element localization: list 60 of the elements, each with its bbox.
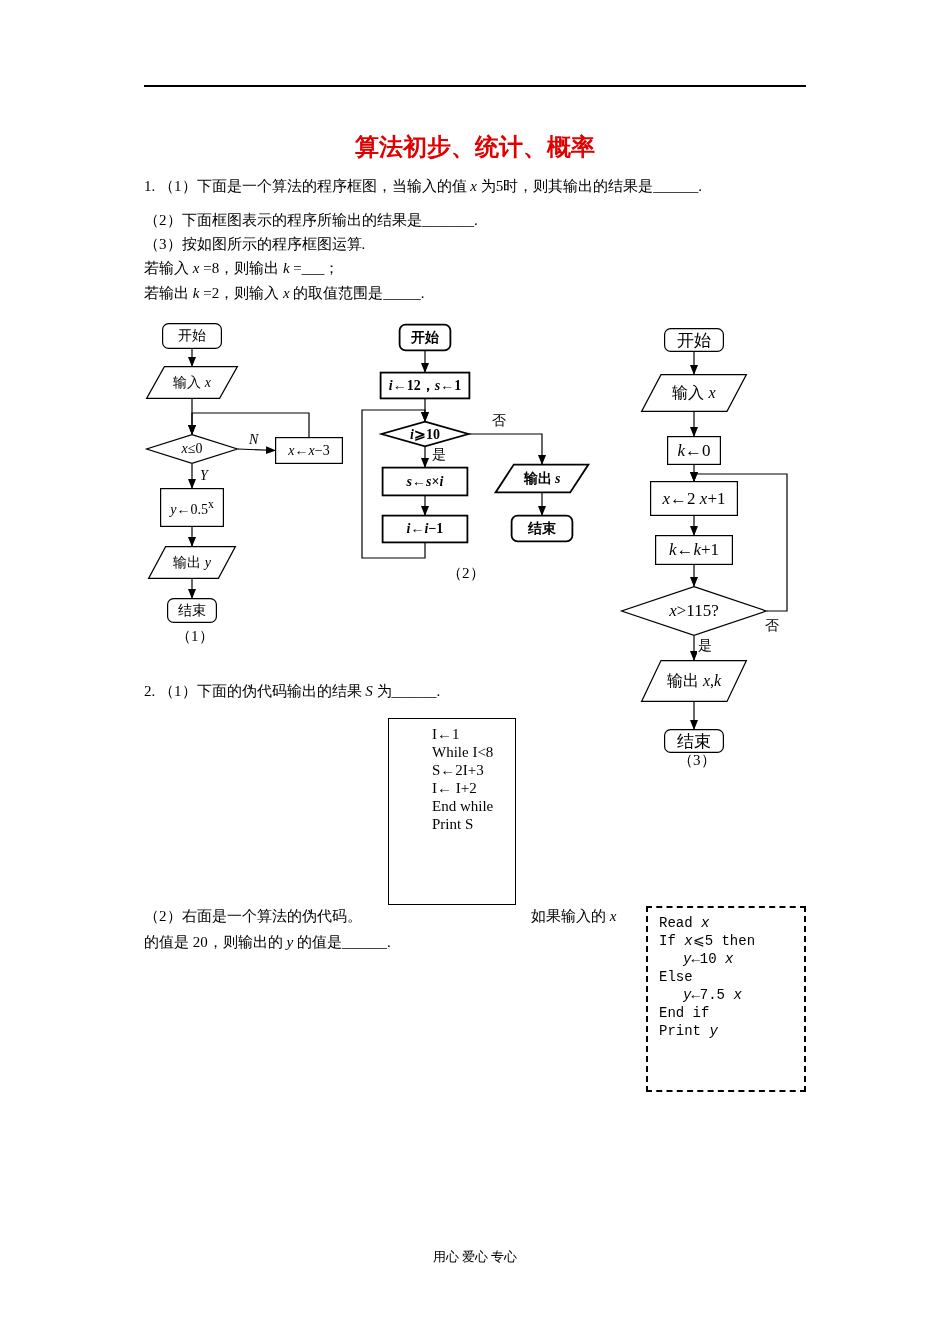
code-box: Read x If x⩽5 then y←10 x Else y←7.5 x End if Print y xyxy=(646,906,806,1092)
io-parallelogram: 输出 y xyxy=(148,546,236,579)
process-box: y←0.5$^{x}$ xyxy=(160,488,224,527)
process-box: k←0 xyxy=(667,436,721,465)
question-text: （2）下面框图表示的程序所输出的结果是_______. xyxy=(144,211,478,230)
terminal-box: 开始 xyxy=(399,324,451,351)
arrow xyxy=(468,433,546,465)
terminal-box: 开始 xyxy=(664,328,724,352)
process-box: s←s×i xyxy=(382,467,468,496)
title: 算法初步、统计、概率 xyxy=(354,133,596,162)
arrow xyxy=(690,701,698,730)
arrow xyxy=(188,412,310,438)
question-text: 2. （1）下面的伪代码输出的结果 S 为______. xyxy=(144,682,441,701)
arrow xyxy=(421,350,429,373)
figure-caption: （1） xyxy=(176,627,214,646)
terminal-box: 结束 xyxy=(167,598,217,623)
process-box: x←2 x+1 xyxy=(650,481,738,516)
arrow xyxy=(421,446,429,468)
question-text: 1. （1）下面是一个算法的程序框图，当输入的值 x 为5时，则其输出的结果是______. xyxy=(144,177,702,196)
process-box: i←i−1 xyxy=(382,515,468,543)
io-parallelogram: 输出 s xyxy=(495,464,589,493)
code-box: I←1 While I<8 S←2I+3 I← I+2 End while Print S xyxy=(388,718,516,905)
arrow xyxy=(690,564,698,587)
question-text: 若输入 x =8，则输出 k =___； xyxy=(144,259,340,278)
edge-label: 是 xyxy=(697,638,713,654)
question-text: （3）按如图所示的程序框图运算. xyxy=(144,235,366,254)
footer-text: 用心 爱心 专心 xyxy=(431,1248,519,1266)
arrow xyxy=(421,495,429,516)
process-box: i←12，s←1 xyxy=(380,372,470,399)
question-text: （2）右面是一个算法的伪代码。 xyxy=(144,907,362,926)
arrow xyxy=(690,635,698,661)
edge-label: 否 xyxy=(491,413,507,429)
figure-caption: （3） xyxy=(678,751,716,770)
decision-diamond: x≤0 xyxy=(146,434,238,464)
process-box: k←k+1 xyxy=(655,535,733,565)
arrow xyxy=(361,409,429,559)
terminal-box: 结束 xyxy=(511,515,573,542)
question-text: 若输出 k =2，则输入 x 的取值范围是_____. xyxy=(144,284,425,303)
arrow xyxy=(690,472,788,612)
decision-diamond: i⩾10 xyxy=(381,421,469,447)
edge-label: 是 xyxy=(431,447,447,463)
question-text: 的值是 20，则输出的 y 的值是______. xyxy=(144,933,391,952)
terminal-box: 开始 xyxy=(162,323,222,349)
arrow xyxy=(188,578,196,599)
arrow xyxy=(188,526,196,547)
io-parallelogram: 输入 x xyxy=(146,366,238,399)
arrow xyxy=(690,411,698,437)
arrow xyxy=(188,348,196,367)
arrow xyxy=(188,463,196,489)
edge-label: 否 xyxy=(764,618,780,634)
arrow xyxy=(237,446,276,455)
io-parallelogram: 输入 x xyxy=(641,374,747,412)
io-parallelogram: 输出 x,k xyxy=(641,660,747,702)
arrow xyxy=(690,515,698,536)
question-text: 如果输入的 x xyxy=(531,907,617,926)
process-box: x←x−3 xyxy=(275,437,343,464)
arrow xyxy=(538,492,546,516)
terminal-box: 结束 xyxy=(664,729,724,753)
figure-caption: （2） xyxy=(447,564,485,583)
arrow xyxy=(690,351,698,375)
